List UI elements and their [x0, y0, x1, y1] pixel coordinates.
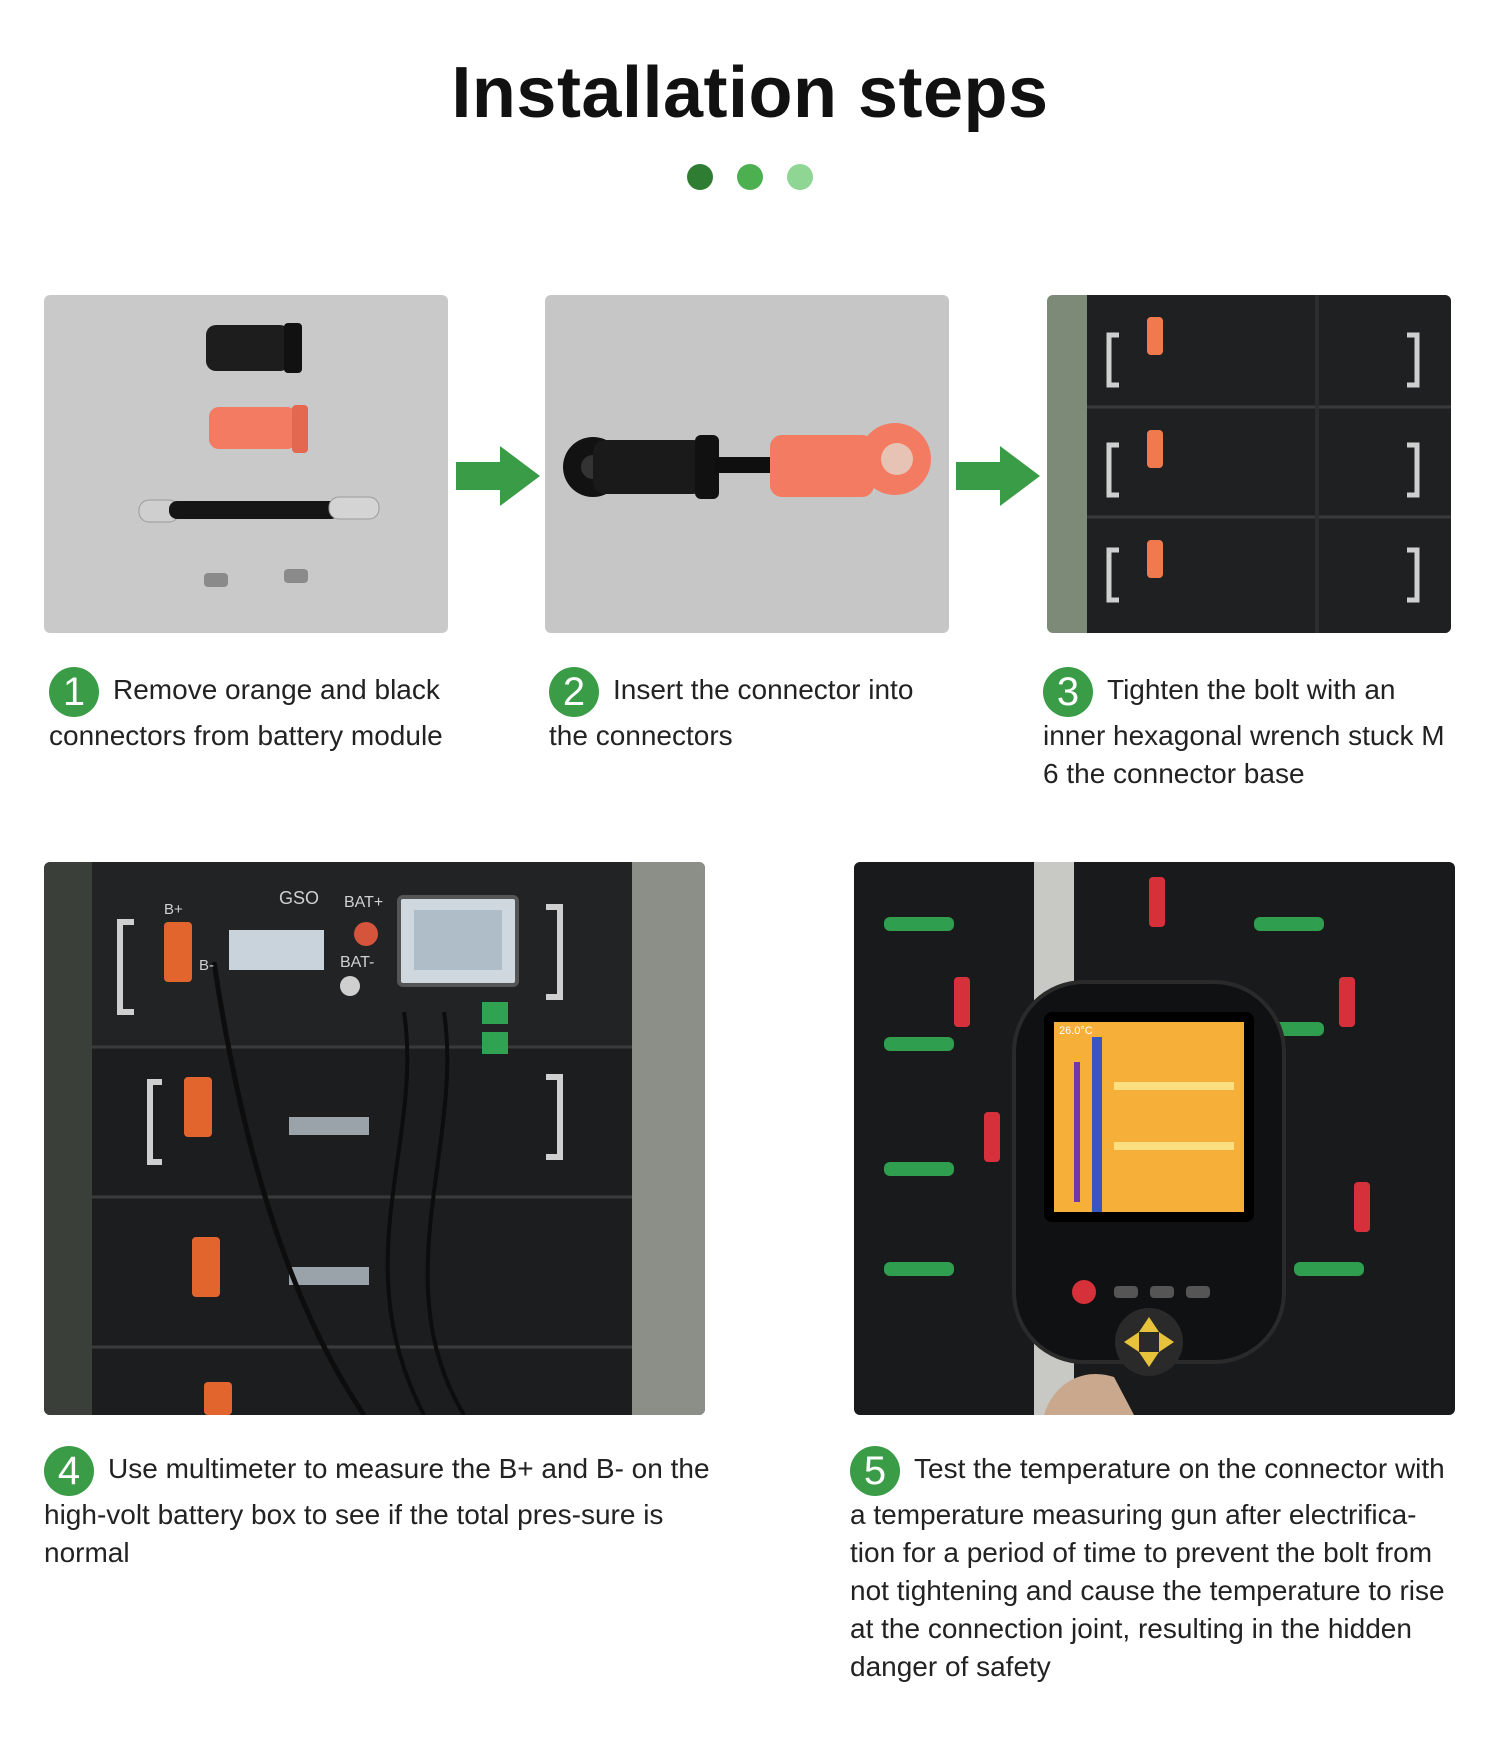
b-plus-label: B+: [164, 901, 183, 918]
bat-plus-label: BAT+: [344, 894, 383, 911]
step-number-badge: 5: [850, 1446, 900, 1496]
photo-step-2: [545, 295, 949, 633]
photo-step-5: 26.0°C: [854, 862, 1455, 1415]
step-number-badge: 2: [549, 667, 599, 717]
step-number-badge: 3: [1043, 667, 1093, 717]
decorative-dots: [0, 164, 1500, 190]
page-title: Installation steps: [451, 53, 1049, 133]
arrow-right-icon: [456, 446, 540, 506]
dot-medium: [737, 164, 763, 190]
arrow-right-icon: [956, 446, 1040, 506]
logo-label: GSO: [279, 888, 319, 908]
step-text: Tighten the bolt with an inner hexagonal…: [1043, 674, 1445, 789]
b-minus-label: B-: [199, 957, 214, 974]
thermal-temperature-readout: 26.0°C: [1059, 1025, 1093, 1037]
dot-light: [787, 164, 813, 190]
step-text: Use multimeter to measure the B+ and B- …: [44, 1453, 710, 1568]
step-text: Test the temperature on the connector wi…: [850, 1453, 1445, 1682]
step-text: Remove orange and black connectors from …: [49, 674, 443, 751]
step-number-badge: 4: [44, 1446, 94, 1496]
photo-step-1: [44, 295, 448, 633]
photo-step-4: GSO BAT+ BAT- B+ B-: [44, 862, 705, 1415]
dot-dark: [687, 164, 713, 190]
photo-step-3: [1047, 295, 1451, 633]
step-number-badge: 1: [49, 667, 99, 717]
bat-minus-label: BAT-: [340, 954, 374, 971]
step-text: Insert the connector into the connectors: [549, 674, 914, 751]
